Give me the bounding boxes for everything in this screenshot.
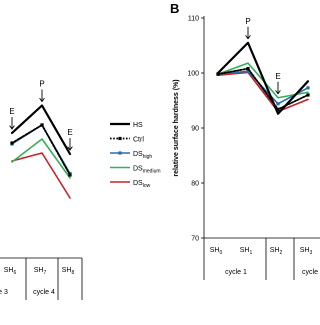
annotation-arrow-head (67, 146, 73, 151)
y-tick-label: 90 (191, 126, 199, 133)
legend-label-Ctrl: Ctrl (133, 137, 144, 144)
y-tick-label: 100 (187, 71, 199, 78)
x-tick-label: SH2 (270, 247, 283, 256)
series-point-DS_high (306, 86, 310, 90)
y-tick-label: 70 (191, 236, 199, 243)
x-tick-label: SH6 (4, 267, 17, 276)
series-line-DS_medium (11, 138, 71, 179)
series-line-Ctrl (11, 124, 71, 176)
series-point-Ctrl (40, 123, 44, 127)
series-point-Ctrl (246, 67, 250, 71)
series-line-HS (216, 41, 310, 115)
annotation-E: E (275, 72, 280, 81)
x-group-label: e 3 (0, 289, 8, 296)
annotation-P: P (245, 17, 250, 26)
x-group-label: cycle 1 (225, 269, 247, 276)
annotation-arrow-head (9, 125, 15, 130)
series-point-Ctrl (306, 93, 310, 97)
annotation-arrow-head (275, 90, 281, 95)
series-point-Ctrl (68, 173, 72, 177)
series-line-Ctrl (217, 67, 309, 111)
series-line-DS_low (11, 152, 71, 199)
series-line-HS (10, 104, 72, 156)
annotation-E: E (67, 128, 72, 137)
x-tick-label: SH8 (62, 267, 75, 276)
x-tick-label: SH3 (300, 247, 313, 256)
series-point-DS_high (246, 69, 250, 73)
y-tick-label: 80 (191, 181, 199, 188)
x-group-label: cycle (302, 269, 318, 276)
legend-marker-DS_high (118, 151, 122, 155)
annotation-arrow-head (245, 35, 251, 40)
x-group-label: cycle 4 (33, 289, 55, 296)
right-chart: 70 80 90 100 110 relative surface hardness (%… (173, 16, 320, 280)
annotation-E: E (9, 107, 14, 116)
legend-label-DS_medium: DSmedium (133, 166, 161, 175)
legend-label-DS_low: DSlow (133, 180, 151, 189)
legend-label-HS: HS (133, 122, 143, 129)
series-point-DS_high (276, 102, 280, 106)
y-tick-label: 110 (188, 16, 199, 23)
legend-label-DS_high: DShigh (133, 151, 152, 160)
series-line-DS_low (217, 71, 309, 113)
x-tick-label: SH0 (210, 247, 223, 256)
annotation-arrow-head (39, 97, 45, 103)
series-point-Ctrl (10, 141, 14, 145)
left-chart: SH6 SH7 SH8 e 3 cycle 4 E P E (0, 80, 83, 300)
annotation-P: P (39, 80, 44, 89)
series-point-Ctrl (276, 107, 280, 111)
panel-letter: B (170, 1, 179, 16)
y-axis-label: relative surface hardness (%) (173, 79, 180, 176)
x-tick-label: SH1 (240, 247, 253, 256)
x-tick-label: SH7 (34, 267, 47, 276)
legend-marker-Ctrl (118, 136, 122, 141)
